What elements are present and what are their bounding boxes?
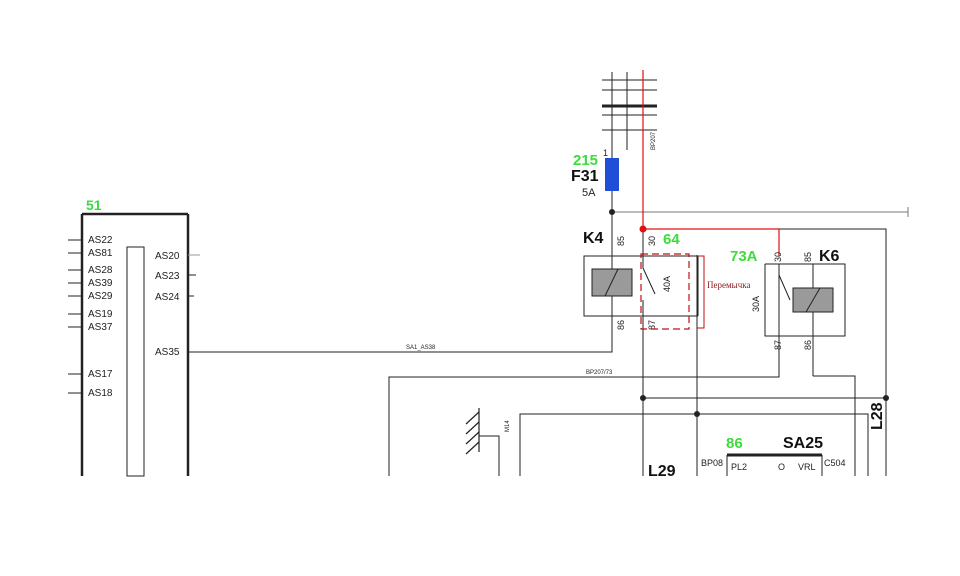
switch-sa25: 86 SA25 BP08 PL2 O VRL C504 [701,435,846,476]
pin-label: AS29 [88,291,113,302]
ground-icon [465,408,480,455]
jumper-box: Перемычка [640,253,751,330]
top-bus [602,72,657,150]
relay-k6-contact-rating: 30A [751,296,761,312]
relay-k6-pin-87: 87 [773,340,783,350]
wires [188,150,909,476]
pin-label: AS17 [88,369,113,380]
fuse-body [605,158,619,191]
fuse-pin-top: 1 [603,148,608,158]
connector-l28: L28 [869,402,886,430]
pin-label: AS23 [155,271,180,282]
ground-label: M14 [505,420,511,432]
relay-k4-contact-rating: 40A [662,276,672,292]
switch-right-wire: C504 [824,458,846,468]
relay-k6-number: 73A [730,248,758,265]
jumper-note: Перемычка [707,280,751,290]
switch-pin-left: PL2 [731,462,747,472]
relay-k4-pin-87: 87 [647,320,657,330]
relay-k6-pin-85: 85 [803,252,813,262]
pin-label: AS81 [88,248,113,259]
relay-k6-ref: K6 [819,248,840,265]
switch-ref: SA25 [783,435,823,452]
fuse-ref: F31 [571,168,599,185]
relay-k6: K6 73A 30 85 87 86 30A [730,248,846,350]
switch-pin-mid: O [778,462,785,472]
fuse-wire-label: BP207 [651,131,657,150]
fuse-rating: 5A [582,187,596,199]
relay-k4-pin-85: 85 [616,236,626,246]
module-left-pin-labels: AS22 AS81 AS28 AS39 AS29 AS19 AS37 AS17 … [88,235,113,399]
relay-k6-pin-30: 30 [773,252,783,262]
pin-label: AS18 [88,388,113,399]
fuse-f31: 215 F31 5A 1 BP207 [571,131,657,199]
bottom-blank [0,477,960,576]
jumper-wire [642,70,780,256]
relay-k4-pin-86: 86 [616,320,626,330]
module-51: 51 AS22 AS81 AS28 AS39 AS29 AS19 AS37 AS… [68,197,200,477]
relay-k4-ref: K4 [583,230,604,247]
switch-number: 86 [726,435,743,452]
connector-l29: L29 [648,463,676,480]
switch-left-wire: BP08 [701,458,723,468]
switch-pin-right: VRL [798,462,816,472]
module-right-pin-labels: AS20 AS23 AS24 AS35 [155,251,180,358]
module-number: 51 [86,197,102,213]
fuse-number: 215 [573,152,598,169]
pin-label: AS39 [88,278,113,289]
relay-k4-pin-30: 30 [647,236,657,246]
relay-k6-pin-86: 86 [803,340,813,350]
pin-label: AS24 [155,292,180,303]
junction-dots [609,209,889,417]
pin-label: AS35 [155,347,180,358]
wire-label-bp: BP207/73 [586,370,613,376]
relay-k4-number: 64 [663,231,680,248]
wire-label-sa: SA1_AS38 [406,345,436,351]
pin-label: AS22 [88,235,113,246]
pin-label: AS20 [155,251,180,262]
pin-label: AS37 [88,322,113,333]
pin-label: AS28 [88,265,113,276]
pin-label: AS19 [88,309,113,320]
